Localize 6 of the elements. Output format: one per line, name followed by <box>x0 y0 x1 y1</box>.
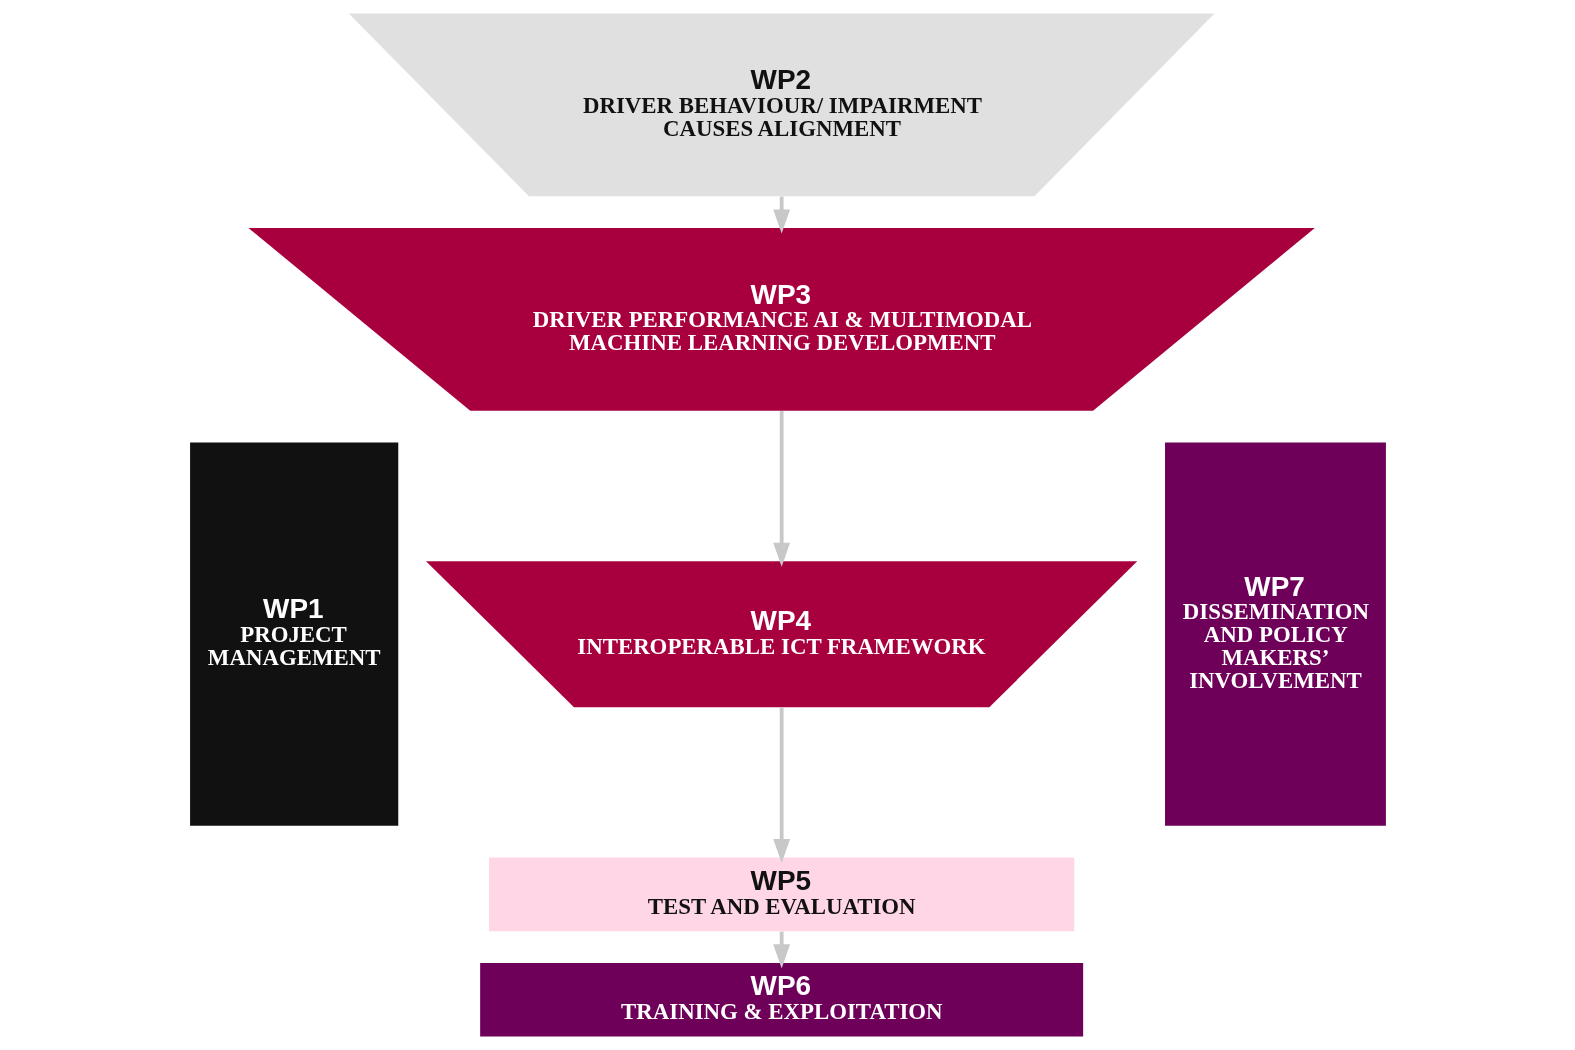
node-box: WP5 TEST AND EVALUATION <box>488 857 1074 932</box>
node-box: WP1 PROJECT MANAGEMENT <box>189 442 398 826</box>
node-box: WP6 TRAINING & EXPLOITATION <box>479 962 1083 1037</box>
arrow <box>772 707 790 864</box>
node-box: WP7 DISSEMINATION AND POLICY MAKERS’ INVOLVEMENT <box>1164 442 1386 826</box>
arrow <box>772 410 790 567</box>
